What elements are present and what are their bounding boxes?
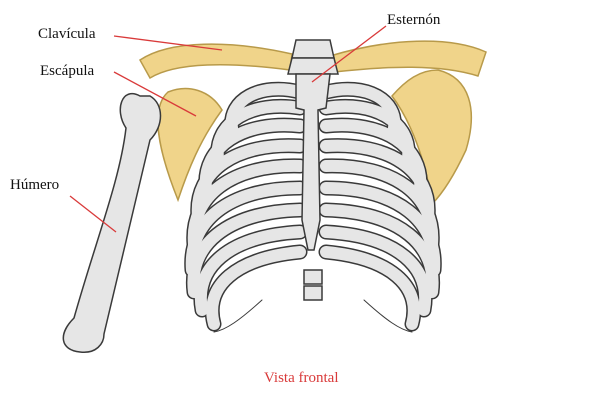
leader-line-clavicle [113,35,223,51]
caption: Vista frontal [264,370,339,386]
label-humerus: Húmero [10,177,60,193]
clavicle-right [329,40,487,77]
humerus [62,93,162,353]
leader-line-sternum [311,25,387,83]
rib-cage [184,81,442,333]
label-scapula: Escápula [40,63,95,79]
leader-line-humerus [69,195,117,233]
leader-lines [69,25,387,233]
spine [287,39,339,301]
leader-line-scapula [113,71,197,117]
scapula-left [157,87,223,203]
label-clavicle: Clavícula [38,26,96,42]
label-sternum: Esternón [387,12,441,28]
sternum [295,73,331,251]
